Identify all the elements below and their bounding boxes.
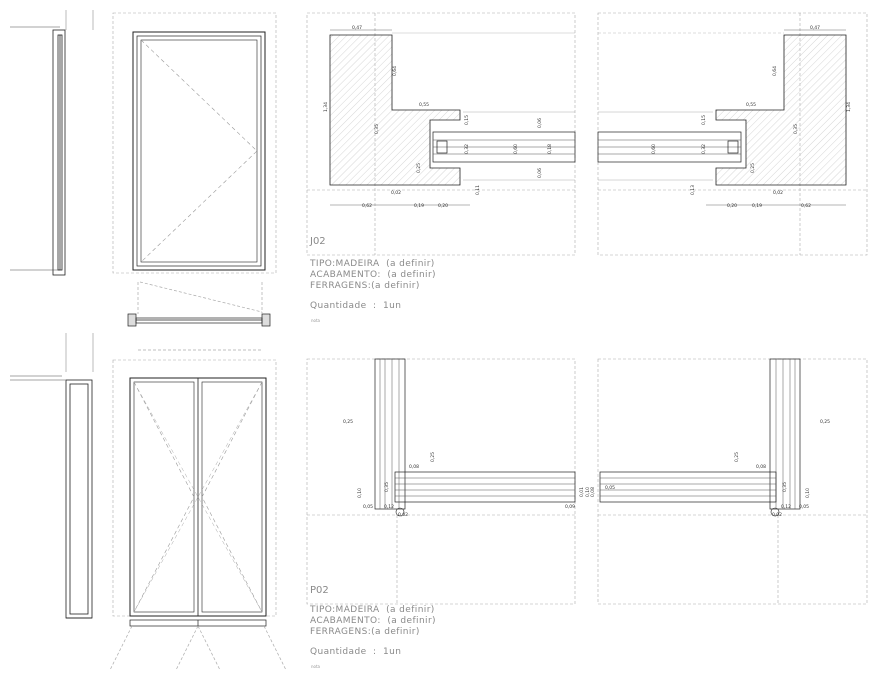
dim-label: 0,02	[398, 512, 408, 518]
dim-label: 0,25	[343, 419, 353, 425]
dim-label: 0,02	[391, 190, 401, 196]
p02-nota: nota	[311, 664, 321, 669]
j02-nota: nota	[311, 318, 321, 323]
dim-label: 0,06	[537, 118, 543, 128]
dim-label: 0,15	[701, 115, 707, 125]
dim-label: 0,60	[651, 144, 657, 154]
dim-label: 0,19	[414, 203, 424, 209]
dim-label: 0,64	[772, 66, 778, 76]
j02-detail-right: 0,47 0,64 1,34 0,55 0,35 0,15 0,32 0,60 …	[597, 12, 868, 256]
dim-label: 0,08	[756, 464, 766, 470]
dim-label: 0,35	[374, 124, 380, 134]
dim-label: 0,47	[810, 25, 820, 31]
p02-acabamento: ACABAMENTO: (a definir)	[310, 616, 436, 626]
j02-front-elevation	[112, 12, 277, 274]
dim-label: 0,09	[565, 504, 575, 510]
p02-tipo: TIPO:MADEIRA (a definir)	[310, 605, 435, 615]
dim-label: 0,55	[746, 102, 756, 108]
dim-label: 0,10	[357, 488, 363, 498]
dim-label: 0,55	[419, 102, 429, 108]
dim-label: 1,34	[846, 102, 852, 112]
j02-plan	[127, 281, 271, 351]
dim-label: 0,20	[438, 203, 448, 209]
dim-label: 0,08	[590, 487, 596, 497]
dim-label: 0,05	[363, 504, 373, 510]
j02-side-section	[10, 10, 94, 276]
dim-label: 0,12	[781, 504, 791, 510]
dim-label: 0,62	[362, 203, 372, 209]
dim-label: 0,25	[750, 163, 756, 173]
p02-quantidade: Quantidade : 1un	[310, 647, 402, 657]
dim-label: 0,13	[690, 185, 696, 195]
p02-detail-left: 0,25 0,08 0,25 0,35 0,10 0,05 0,12 0,02 …	[306, 358, 591, 605]
j02-code: J02	[310, 236, 326, 247]
dim-label: 0,06	[537, 168, 543, 178]
dim-label: 0,25	[734, 452, 740, 462]
dim-label: 0,08	[409, 464, 419, 470]
dim-label: 0,11	[475, 185, 481, 195]
j02-tipo: TIPO:MADEIRA (a definir)	[310, 259, 435, 269]
dim-label: 0,47	[352, 25, 362, 31]
dim-label: 0,15	[464, 115, 470, 125]
dim-label: 0,64	[392, 66, 398, 76]
j02-acabamento: ACABAMENTO: (a definir)	[310, 270, 436, 280]
p02-side-section	[10, 333, 94, 619]
p02-detail-right: 0,25 0,08 0,25 0,35 0,10 0,05 0,12 0,02 …	[590, 358, 868, 605]
p02-plan	[109, 619, 287, 671]
dim-label: 0,05	[799, 504, 809, 510]
dim-label: 1,34	[323, 102, 329, 112]
dim-label: 0,25	[820, 419, 830, 425]
dim-label: 0,60	[513, 144, 519, 154]
dim-label: 0,19	[752, 203, 762, 209]
dim-label: 0,02	[773, 190, 783, 196]
dim-label: 0,12	[384, 504, 394, 510]
dim-label: 0,10	[585, 487, 591, 497]
dim-label: 0,25	[430, 452, 436, 462]
dim-label: 0,18	[547, 144, 553, 154]
dim-label: 0,10	[805, 488, 811, 498]
j02-detail-left: 0,47 0,64 1,34 0,55 0,35 0,15 0,32 0,60 …	[306, 12, 576, 256]
p02-code: P02	[310, 585, 329, 596]
dim-label: 0,32	[701, 144, 707, 154]
dim-label: 0,62	[801, 203, 811, 209]
j02-quantidade: Quantidade : 1un	[310, 301, 402, 311]
dim-label: 0,35	[782, 482, 788, 492]
dim-label: 0,05	[605, 485, 615, 491]
dim-label: 0,32	[464, 144, 470, 154]
p02-ferragens: FERRAGENS:(a definir)	[310, 627, 420, 637]
dim-label: 0,35	[793, 124, 799, 134]
dim-label: 0,01	[579, 487, 585, 497]
dim-label: 0,25	[416, 163, 422, 173]
dim-label: 0,20	[727, 203, 737, 209]
p02-front-elevation	[112, 359, 277, 617]
dim-label: 0,35	[384, 482, 390, 492]
dim-label: 0,02	[772, 512, 782, 518]
j02-ferragens: FERRAGENS:(a definir)	[310, 281, 420, 291]
